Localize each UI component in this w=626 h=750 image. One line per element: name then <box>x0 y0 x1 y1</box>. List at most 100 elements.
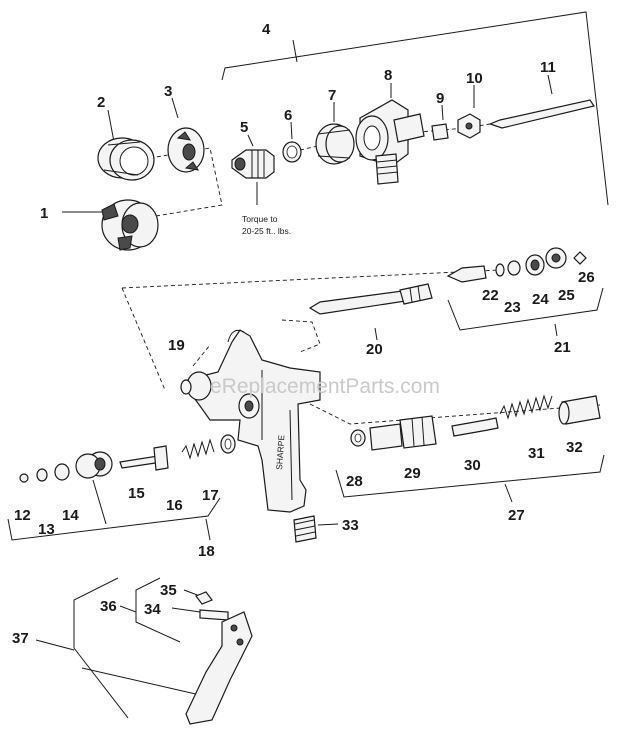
leader-14-body <box>92 479 107 525</box>
leader-37 <box>35 639 75 651</box>
leader-33 <box>317 523 339 526</box>
leader-36 <box>119 605 137 613</box>
frame-20 <box>281 319 321 353</box>
callout-22: 22 <box>482 287 499 304</box>
leader-5 <box>247 134 254 147</box>
part-14-nut <box>54 463 70 481</box>
part-22-needle-tip <box>446 265 487 283</box>
callout-34: 34 <box>144 601 161 618</box>
part-35-screw <box>195 591 213 605</box>
callout-29: 29 <box>404 465 421 482</box>
callout-4: 4 <box>262 21 271 38</box>
bracket-18 <box>7 497 221 541</box>
callout-35: 35 <box>160 582 177 599</box>
leader-4 <box>292 39 298 63</box>
part-23-ring <box>507 260 521 276</box>
leader-3 <box>171 97 179 119</box>
callout-21: 21 <box>554 339 571 356</box>
part-7-nut <box>315 123 355 165</box>
bracket-36 <box>135 577 181 643</box>
bracket-4 <box>221 11 609 206</box>
callout-11: 11 <box>540 59 556 76</box>
part-15-head <box>153 445 169 471</box>
part-24-hole <box>530 259 540 271</box>
leader-21 <box>554 323 558 337</box>
part-16-spring <box>181 438 215 460</box>
leader-2 <box>107 109 115 143</box>
callout-33: 33 <box>342 517 359 534</box>
frame-27 <box>309 403 601 425</box>
part-3-baffle <box>167 127 205 173</box>
callout-18: 18 <box>198 543 215 560</box>
leader-11 <box>547 74 553 95</box>
part-9-bushing <box>431 123 449 141</box>
watermark: eReplacementParts.com <box>210 375 440 398</box>
part-28-hole <box>354 433 362 443</box>
part-25-hole <box>551 253 561 263</box>
leader-6 <box>290 121 293 140</box>
gun-body <box>186 329 321 513</box>
callout-6: 6 <box>284 107 292 124</box>
callout-37: 37 <box>12 630 29 647</box>
callout-12: 12 <box>14 507 31 524</box>
part-11-needle <box>488 99 595 129</box>
part-34-pin <box>199 609 229 621</box>
bracket-27 <box>335 454 605 498</box>
torque-note-line1: Torque to <box>242 214 278 224</box>
frame-top <box>121 269 501 289</box>
callout-16: 16 <box>166 497 183 514</box>
part-17-hole <box>224 438 232 450</box>
part-10-hole <box>465 122 473 130</box>
leader-trigger <box>81 667 201 696</box>
leader-9 <box>441 104 444 121</box>
gun-brand-label: SHARPE <box>274 434 286 470</box>
callout-25: 25 <box>558 287 575 304</box>
leader-34 <box>171 607 201 613</box>
part-31-spring <box>499 394 553 420</box>
callout-1: 1 <box>40 205 48 222</box>
callout-15: 15 <box>128 485 145 502</box>
leader-27 <box>504 483 513 503</box>
bracket-37 <box>73 577 129 719</box>
frame-left <box>121 287 166 391</box>
callout-27: 27 <box>508 507 525 524</box>
callout-32: 32 <box>566 439 583 456</box>
part-1-air-cap <box>101 199 159 251</box>
part-29-valve-assembly <box>369 415 437 451</box>
part-6-seal-hole <box>286 145 298 159</box>
leader-19 <box>192 344 211 367</box>
callout-7: 7 <box>328 87 336 104</box>
callout-26: 26 <box>578 269 595 286</box>
part-22-washer <box>495 263 505 277</box>
part-13-washer <box>36 468 48 482</box>
part-5-fluid-tip <box>231 149 275 179</box>
part-30-valve-stem <box>451 417 499 437</box>
part-19-o-ring <box>180 379 192 395</box>
leader-20 <box>374 327 378 341</box>
callout-36: 36 <box>100 598 117 615</box>
callout-20: 20 <box>366 341 383 358</box>
part-33-air-inlet <box>293 515 317 543</box>
callout-10: 10 <box>466 70 483 87</box>
part-20-shaft <box>308 283 433 315</box>
part-18-valve-body <box>75 451 113 479</box>
part-26-screw <box>573 251 587 265</box>
bracket-21 <box>447 287 604 331</box>
callout-30: 30 <box>464 457 481 474</box>
part-2-retaining-ring <box>97 137 155 181</box>
part-37-trigger <box>185 611 253 725</box>
callout-23: 23 <box>504 299 521 316</box>
torque-note-line2: 20-25 ft.. lbs. <box>242 226 291 236</box>
callout-17: 17 <box>202 487 219 504</box>
callout-14: 14 <box>62 507 79 524</box>
axis-8-10 <box>409 123 491 134</box>
callout-24: 24 <box>532 291 549 308</box>
callout-9: 9 <box>436 90 444 107</box>
callout-8: 8 <box>384 67 392 84</box>
part-8-fluid-body <box>355 99 425 185</box>
callout-3: 3 <box>164 83 172 100</box>
leader-18 <box>205 518 211 541</box>
callout-5: 5 <box>240 119 248 136</box>
